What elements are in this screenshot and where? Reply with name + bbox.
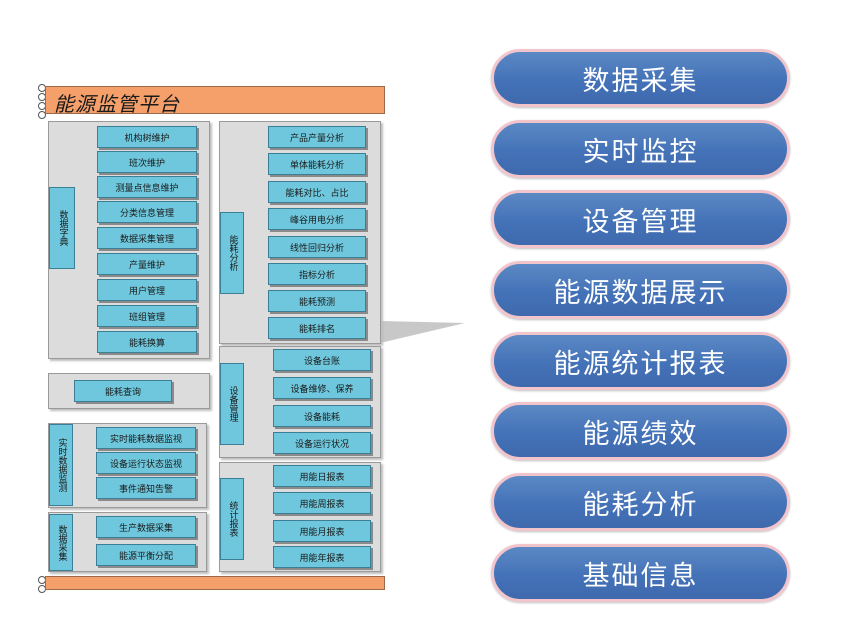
menu-energy-data-display-button[interactable]: 能源数据展示 — [491, 261, 790, 319]
menu-energy-stats-report-button[interactable]: 能源统计报表 — [491, 332, 790, 390]
item-energy-query[interactable]: 能耗查询 — [74, 380, 172, 402]
group-label-data-dict: 数据字典 — [49, 187, 75, 269]
item-indicator[interactable]: 指标分析 — [268, 263, 366, 285]
item-device-status[interactable]: 设备运行状态监视 — [96, 452, 196, 474]
item-user[interactable]: 用户管理 — [97, 279, 197, 301]
item-device-running[interactable]: 设备运行状况 — [273, 432, 371, 454]
menu-realtime-monitor-button[interactable]: 实时监控 — [491, 120, 790, 178]
platform-title: 能源监管平台 — [54, 92, 180, 116]
item-production-collect[interactable]: 生产数据采集 — [96, 516, 196, 538]
group-label-stats-report: 统计报表 — [220, 478, 244, 560]
item-team[interactable]: 班组管理 — [97, 305, 197, 327]
item-yearly-report[interactable]: 用能年报表 — [273, 546, 371, 568]
shadow-wedge — [380, 321, 465, 343]
item-weekly-report[interactable]: 用能周报表 — [273, 492, 371, 514]
item-energy-convert[interactable]: 能耗换算 — [97, 331, 197, 353]
item-energy-forecast[interactable]: 能耗预测 — [268, 290, 366, 312]
platform-footer-banner — [45, 576, 385, 590]
item-linear-regression[interactable]: 线性回归分析 — [268, 236, 366, 258]
item-energy-compare[interactable]: 能耗对比、占比 — [268, 181, 366, 203]
item-measure-point[interactable]: 测量点信息维护 — [97, 176, 197, 198]
item-energy-balance[interactable]: 能源平衡分配 — [96, 544, 196, 566]
item-category[interactable]: 分类信息管理 — [97, 201, 197, 223]
item-peak-valley[interactable]: 峰谷用电分析 — [268, 208, 366, 230]
menu-device-mgmt-button[interactable]: 设备管理 — [491, 190, 790, 248]
menu-data-collection-button[interactable]: 数据采集 — [491, 49, 790, 107]
item-energy-ranking[interactable]: 能耗排名 — [268, 317, 366, 339]
menu-basic-info-button[interactable]: 基础信息 — [491, 544, 790, 602]
item-device-energy[interactable]: 设备能耗 — [273, 405, 371, 427]
group-label-energy-analysis: 能耗分析 — [220, 212, 244, 294]
item-monthly-report[interactable]: 用能月报表 — [273, 520, 371, 542]
item-daily-report[interactable]: 用能日报表 — [273, 465, 371, 487]
menu-energy-analysis-button[interactable]: 能耗分析 — [491, 473, 790, 531]
item-org-tree[interactable]: 机构树维护 — [97, 126, 197, 148]
item-device-ledger[interactable]: 设备台账 — [273, 349, 371, 371]
item-unit-energy[interactable]: 单体能耗分析 — [268, 153, 366, 175]
menu-energy-performance-button[interactable]: 能源绩效 — [491, 402, 790, 460]
group-label-device-mgmt: 设备管理 — [220, 363, 244, 445]
item-device-maintain[interactable]: 设备维修、保养 — [273, 377, 371, 399]
item-product-output[interactable]: 产品产量分析 — [268, 126, 366, 148]
group-label-data-collect: 数据采集 — [49, 514, 73, 571]
item-shift[interactable]: 班次维护 — [97, 151, 197, 173]
item-output[interactable]: 产量维护 — [97, 253, 197, 275]
item-realtime-monitor[interactable]: 实时能耗数据监视 — [96, 427, 196, 449]
platform-banner: 能源监管平台 — [45, 86, 385, 116]
item-collect-mgmt[interactable]: 数据采集管理 — [97, 227, 197, 249]
group-label-realtime: 实时数据监测 — [49, 424, 73, 506]
item-event-alarm[interactable]: 事件通知告警 — [96, 477, 196, 499]
